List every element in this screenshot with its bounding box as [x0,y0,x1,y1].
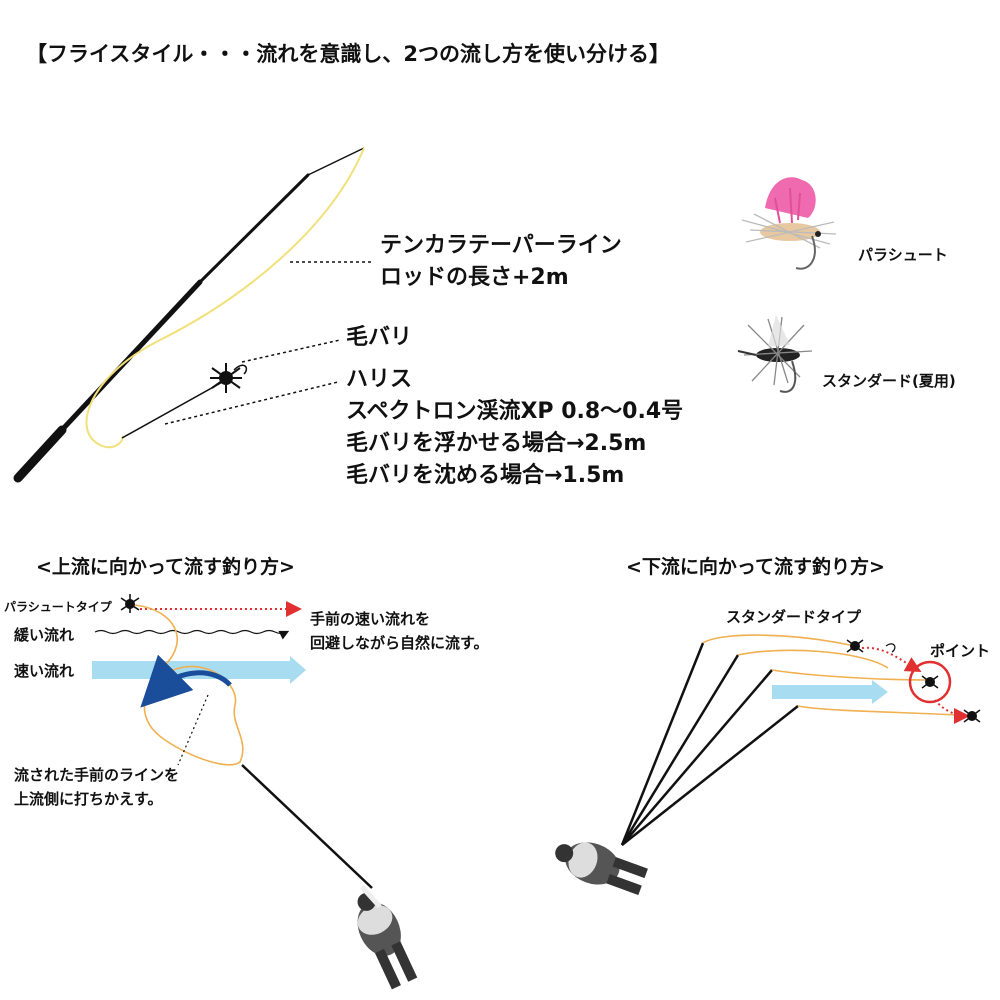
standard-type-label: スタンダードタイプ [726,608,862,626]
point-label: ポイント [930,642,991,660]
parachute-type-label: パラシュートタイプ [4,600,112,614]
line-label-1: テンカラテーパーライン [380,233,622,258]
slow-current-line [94,629,290,640]
taper-line [85,147,365,449]
sink-length: 毛バリを沈める場合→1.5m [346,463,625,488]
angler-downstream [555,842,648,896]
point-marker [908,660,952,704]
rod-positions [620,642,799,846]
tippet-spec: スペクトロン渓流XP 0.8〜0.4号 [346,399,684,424]
downstream-diagram [620,634,981,846]
parachute-fly-illustration [741,177,837,270]
tenkara-rod [13,147,365,483]
fly-label: 毛バリ [346,325,413,350]
mend-note-2: 上流側に打ちかえす。 [14,790,163,808]
tippet-label: ハリス [346,367,413,392]
float-length: 毛バリを浮かせる場合→2.5m [346,431,647,456]
slow-current-label: 緩い流れ [14,626,75,644]
line-label-2: ロッドの長さ+2m [380,265,569,290]
upstream-note-2: 回避しながら自然に流す。 [310,634,489,652]
downstream-heading: <下流に向かって流す釣り方> [626,556,885,578]
fly-icon [210,363,248,393]
upstream-diagram [92,594,373,889]
mend-note-1: 流された手前のラインを [14,766,180,784]
parachute-label: パラシュート [858,246,948,264]
angler-upstream [357,884,418,990]
standard-fly-illustration [737,315,813,393]
fast-current-label: 速い流れ [14,662,75,680]
downstream-current [772,685,872,699]
fast-current-band [92,661,290,679]
page-title: 【フライスタイル・・・流れを意識し、2つの流し方を使い分ける】 [26,42,670,66]
tippet-line [121,379,227,439]
standard-label: スタンダード(夏用) [822,372,956,390]
parachute-fly-icon [120,594,140,613]
upstream-heading: <上流に向かって流す釣り方> [36,556,295,578]
mend-arrow [140,654,232,708]
leader-lines [164,261,372,425]
upstream-note-1: 手前の速い流れを [310,610,431,628]
